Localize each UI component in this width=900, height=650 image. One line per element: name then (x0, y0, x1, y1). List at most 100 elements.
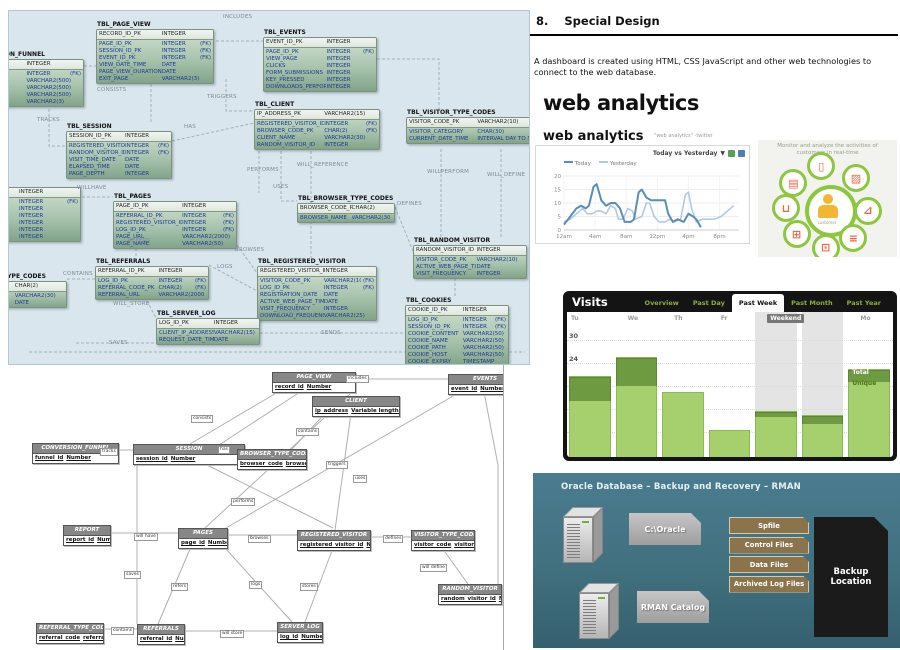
day-label: Mo (860, 315, 871, 322)
visits-tab-past-week[interactable]: Past Week (731, 294, 785, 312)
erd2-relationship-label: includes (346, 375, 369, 383)
cards-icon: ▨ (841, 164, 870, 192)
weekend-badge: Weekend (767, 314, 805, 323)
erd2-relationship-label: saves (124, 571, 141, 579)
range-label: Today vs Yesterday (652, 150, 718, 157)
erd1-pk-divider (67, 141, 171, 143)
erd1-relationship-label: STORES (277, 310, 301, 316)
svg-text:12am: 12am (556, 234, 572, 240)
visits-tab-past-year[interactable]: Past Year (846, 299, 881, 307)
erd2-relationship-label: will have (134, 533, 158, 541)
erd2-entity-title: REFERRAL_TYPE_CODES (37, 624, 103, 634)
erd2-relationship-label: tracks (100, 448, 118, 456)
gridline (567, 408, 893, 410)
table-icon[interactable] (728, 150, 735, 157)
gridline (567, 339, 893, 341)
notes-icon: ≡ (839, 224, 868, 253)
visits-tab-past-month[interactable]: Past Month (791, 299, 833, 307)
erd2-entity-title: REGISTERED_VISITOR (298, 531, 370, 541)
erd1-relationship-label: PERFORMS (247, 167, 279, 173)
erd1-relationship-label: TRACKS (37, 117, 60, 123)
visits-bar-total-segment (569, 377, 611, 402)
erd2-entity-title: BROWSER_TYPE_CODES (238, 450, 306, 460)
visits-bar (615, 357, 658, 457)
erd2-field-name: browser_code (240, 461, 283, 467)
rman-file-data-files: Data Files (729, 556, 809, 573)
gridline (567, 362, 893, 364)
yesterday-line-swatch (598, 161, 608, 163)
svg-text:8pm: 8pm (713, 234, 725, 240)
erd2-field-type: Number (207, 540, 227, 546)
erd2-relationship-label: triggers (326, 461, 348, 469)
erd2-field-type: Number (306, 384, 332, 390)
section-paragraph: A dashboard is created using HTML, CSS J… (534, 56, 872, 78)
svg-text:4am: 4am (589, 234, 601, 240)
catalog-server-icon (579, 581, 631, 641)
erd1-field-row: CONVERSIONVARCHAR2(3) (26, 99, 65, 105)
erd1-field-row: REFERRAL_TYPEVARCHAR2(30) (14, 293, 56, 299)
erd1-pk-divider (9, 69, 83, 71)
chart-range-dropdown[interactable]: Today vs Yesterday ▼ (653, 150, 745, 157)
svg-text:10: 10 (554, 201, 561, 207)
erd2-field-type: Number (480, 386, 504, 392)
visits-bar (708, 430, 751, 457)
bar-chart-icon[interactable] (738, 150, 745, 157)
erd2-entity-title: SERVER_LOG (278, 623, 322, 633)
laptop-icon: ▤ (779, 169, 808, 198)
erd2-relationship-label: stores (300, 583, 318, 591)
erd2-entity-title: VISITOR_TYPE_CODES (412, 531, 474, 541)
erd2-relationship-label: has (218, 446, 230, 454)
erd1-table-title: TBL_EVENTS (264, 29, 306, 36)
visits-bar (569, 376, 611, 457)
erd1-table-title: TBL_SESSION (67, 123, 112, 130)
visits-tab-overview[interactable]: Overview (644, 299, 679, 307)
erd2-field-type: referral_code (83, 635, 103, 641)
erd1-table: TBL_REFERRAL_TYPE_CODESREFERRAL_CODE_PKC… (9, 273, 67, 308)
today-line-swatch (564, 161, 573, 163)
database-server-icon (563, 505, 615, 565)
cart-icon: ⊔ (772, 194, 801, 223)
erd2-entity: VISITOR_TYPE_CODESvisitor_codevisitor_co… (411, 530, 475, 551)
erd2-field-name: page_id (181, 540, 205, 546)
visits-bar (755, 410, 797, 457)
erd2-field-type: Variable length string (351, 408, 399, 414)
erd1-field-row: AVG_SESSIONINTEGER (19, 227, 44, 233)
rman-catalog-folder: RMAN Catalog (637, 591, 709, 623)
erd2-relationship-label: contains (296, 428, 320, 436)
erd1-pk-divider (255, 119, 379, 121)
rman-file-spfile: Spfile (729, 517, 809, 534)
erd1-relationship-label: WILL_DEFINE (487, 172, 526, 178)
erd2-field-name: ip_address (315, 408, 349, 414)
erd1-table-title: TBL_COOKIES (406, 297, 452, 304)
visits-tab-past-day[interactable]: Past Day (692, 299, 725, 307)
